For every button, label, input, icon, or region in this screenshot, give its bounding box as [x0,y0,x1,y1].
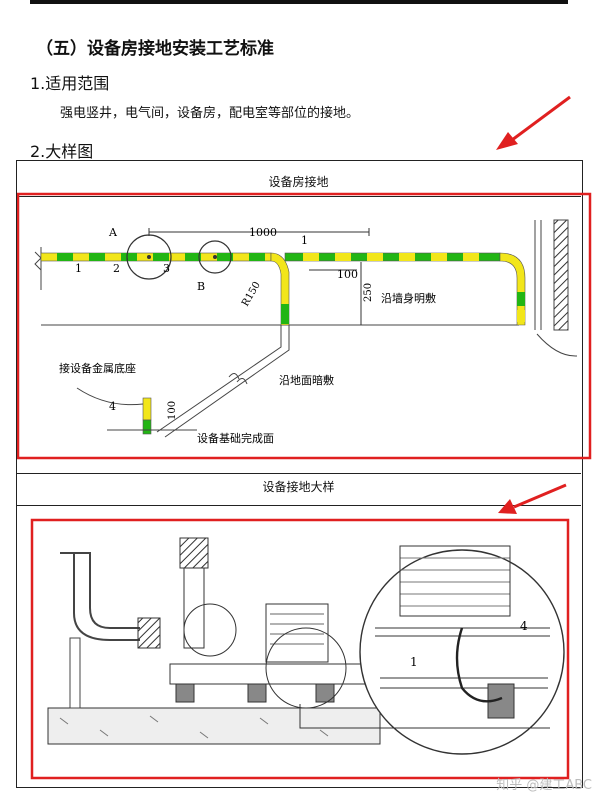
wall-text: 沿墙身明敷 [381,291,436,305]
label-4: 4 [109,400,116,413]
label-b: B [197,280,205,293]
heading-detail-drawings: 2.大样图 [30,142,94,161]
highlight-frame [30,518,570,780]
grounding-diagram-2: 1 4 [30,518,570,780]
dim-1000: 1000 [249,226,277,239]
diagram1-caption: 设备房接地 [268,175,329,189]
label-a: A [108,226,118,239]
divider-line [16,196,581,197]
label-1-strip: 1 [301,234,308,247]
dim-100-vertical: 100 [167,401,178,420]
dim-100: 100 [337,268,358,281]
heading-scope: 1.适用范围 [30,74,110,93]
floor-text: 沿地面暗敷 [279,373,334,387]
divider-line [16,473,581,474]
dim-r150: R150 [240,280,263,309]
highlight-frame [17,192,592,460]
label-3: 3 [163,262,170,275]
section-title: （五）设备房接地安装工艺标准 [36,39,274,59]
drawing-frame [16,160,583,788]
top-rule [30,0,568,4]
scope-text: 强电竖井，电气间，设备房，配电室等部位的接地。 [60,106,360,121]
detail-label-4: 4 [520,619,528,633]
label-1: 1 [75,262,82,275]
red-arrow-icon [498,483,567,514]
divider-line [16,505,581,506]
detail-label-1: 1 [410,655,418,669]
red-arrow-icon [496,95,571,150]
base-text: 接设备金属底座 [59,361,136,375]
label-2: 2 [113,262,120,275]
foundation-text: 设备基础完成面 [197,431,274,445]
dim-250: 250 [363,283,374,302]
grounding-strip [40,252,526,326]
diagram2-caption: 设备接地大样 [262,480,335,494]
watermark: 知乎 @建工ABC [496,778,592,793]
grounding-diagram-1: 1000 100 250 R150 100 A B 1 2 3 4 1 沿墙身明… [17,192,592,460]
